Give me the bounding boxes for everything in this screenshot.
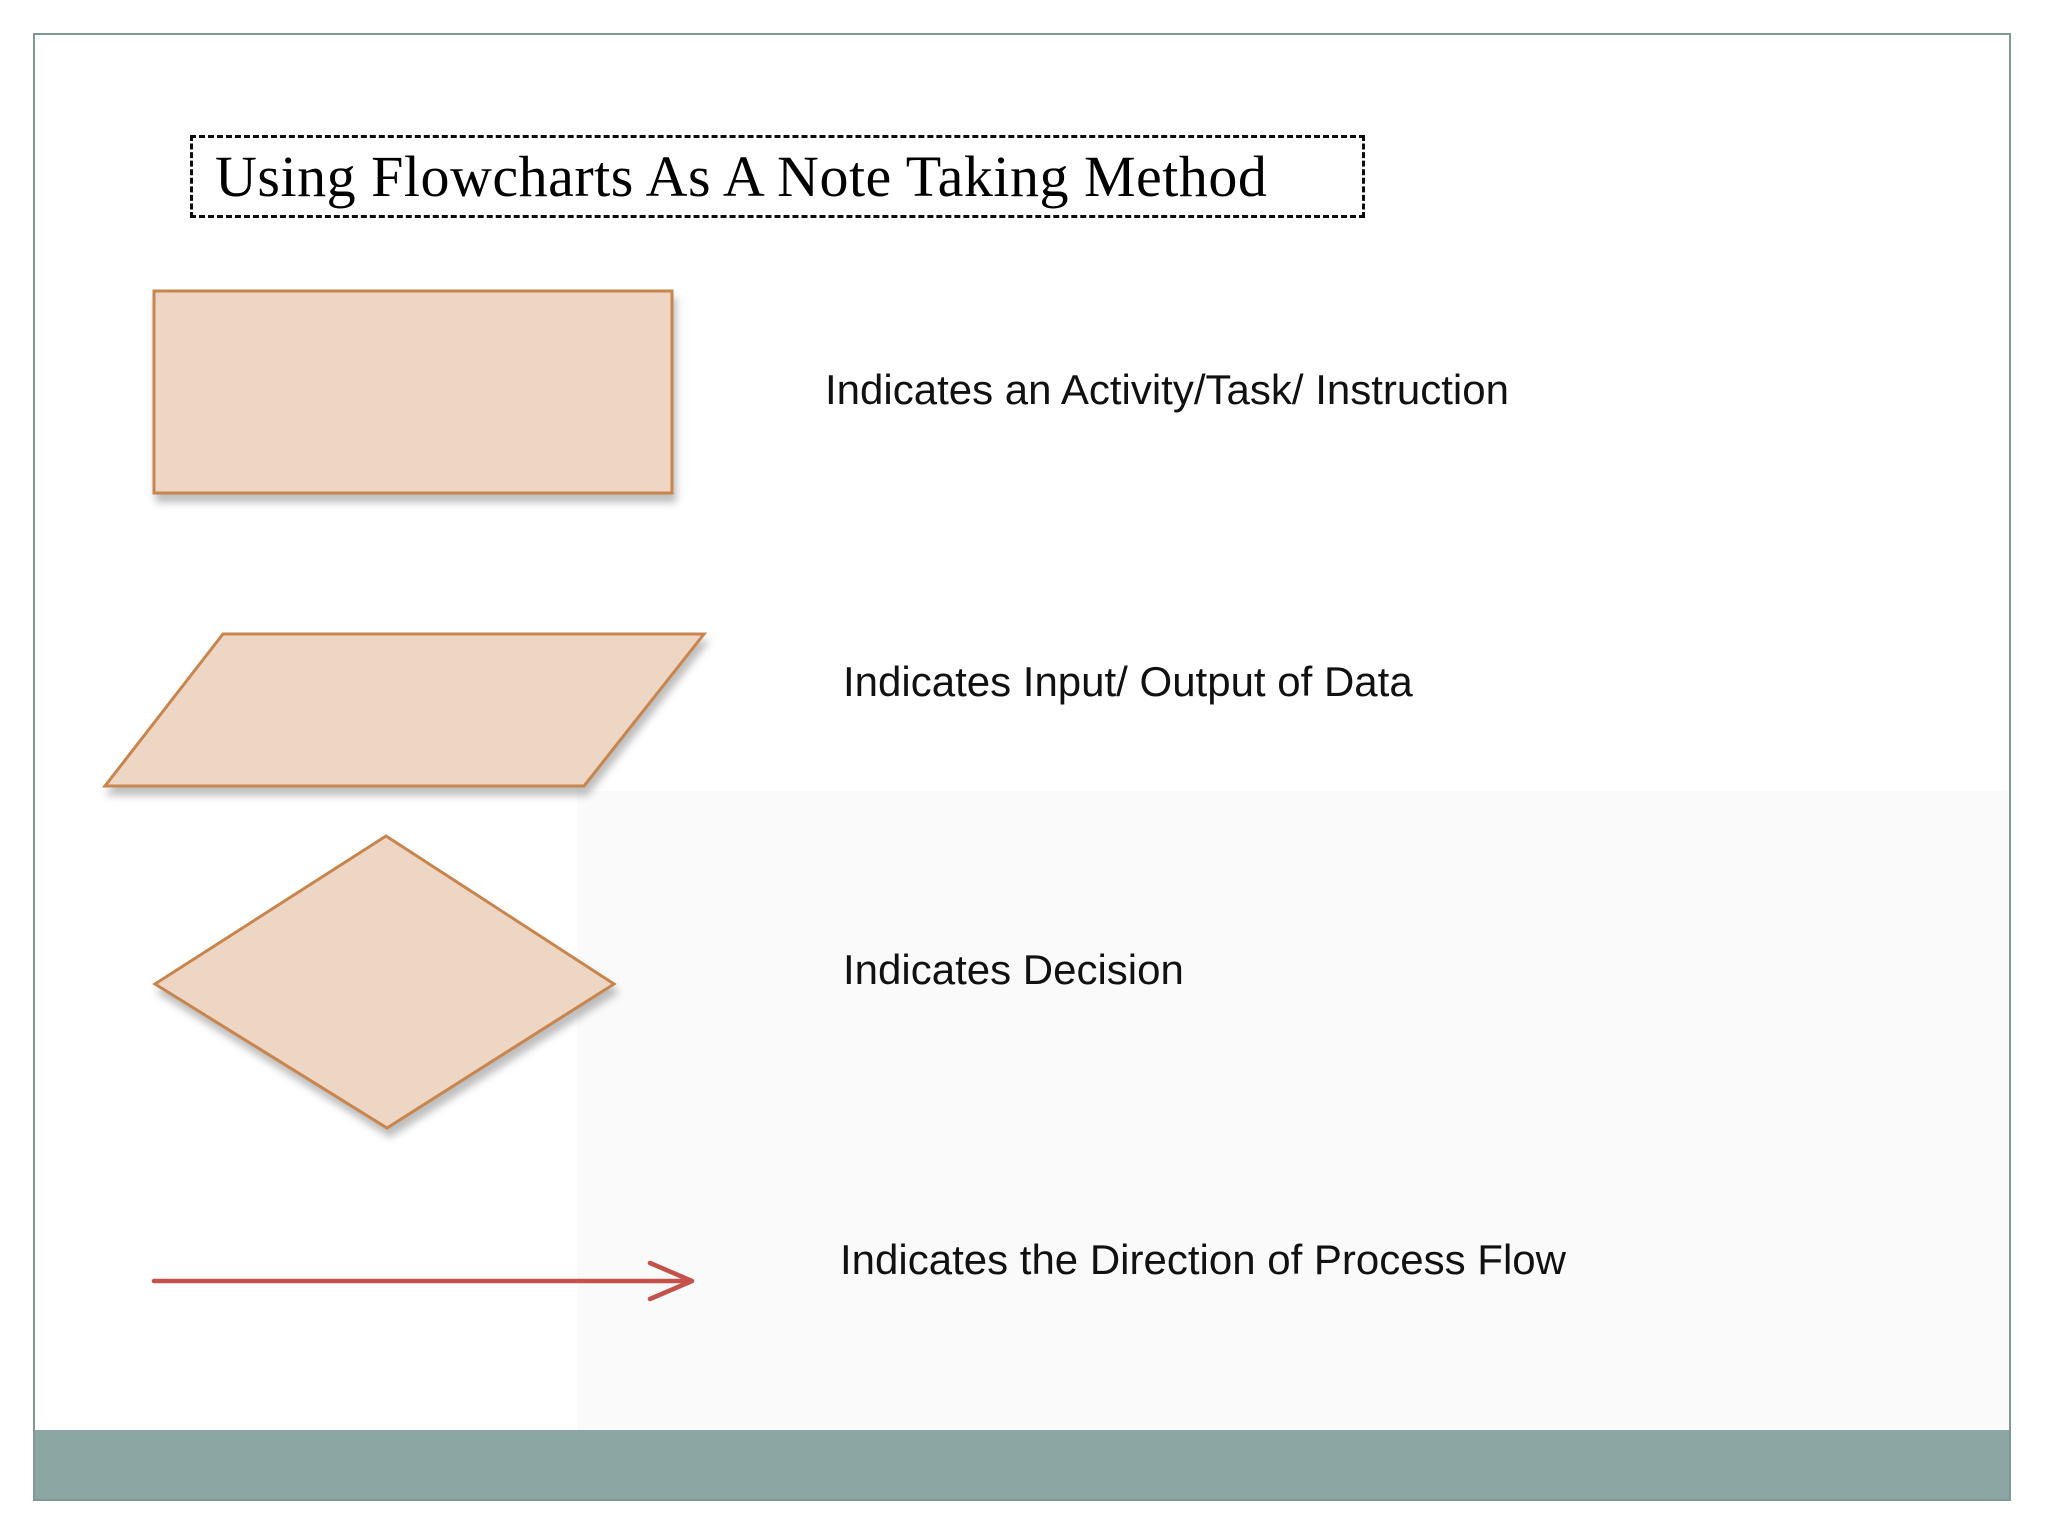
- flow-arrow-head: [647, 1260, 695, 1302]
- flowchart-shapes-canvas: [101, 289, 708, 1302]
- input-output-parallelogram-shape: [101, 632, 708, 788]
- decision-diamond-shape: [152, 834, 617, 1130]
- flow-arrow-shape: [151, 1260, 695, 1302]
- slide-title-box: Using Flowcharts As A Note Taking Method: [190, 135, 1365, 218]
- slide: Using Flowcharts As A Note Taking Method…: [33, 33, 2011, 1501]
- legend-label-flow-direction: Indicates the Direction of Process Flow: [840, 1236, 1566, 1283]
- legend-label-decision: Indicates Decision: [843, 946, 1184, 993]
- legend-label-process: Indicates an Activity/Task/ Instruction: [825, 366, 1509, 413]
- process-rectangle-shape: [152, 289, 674, 495]
- footer-bar: [33, 1430, 2011, 1501]
- slide-title: Using Flowcharts As A Note Taking Method: [215, 144, 1268, 209]
- legend-label-input-output: Indicates Input/ Output of Data: [843, 658, 1413, 705]
